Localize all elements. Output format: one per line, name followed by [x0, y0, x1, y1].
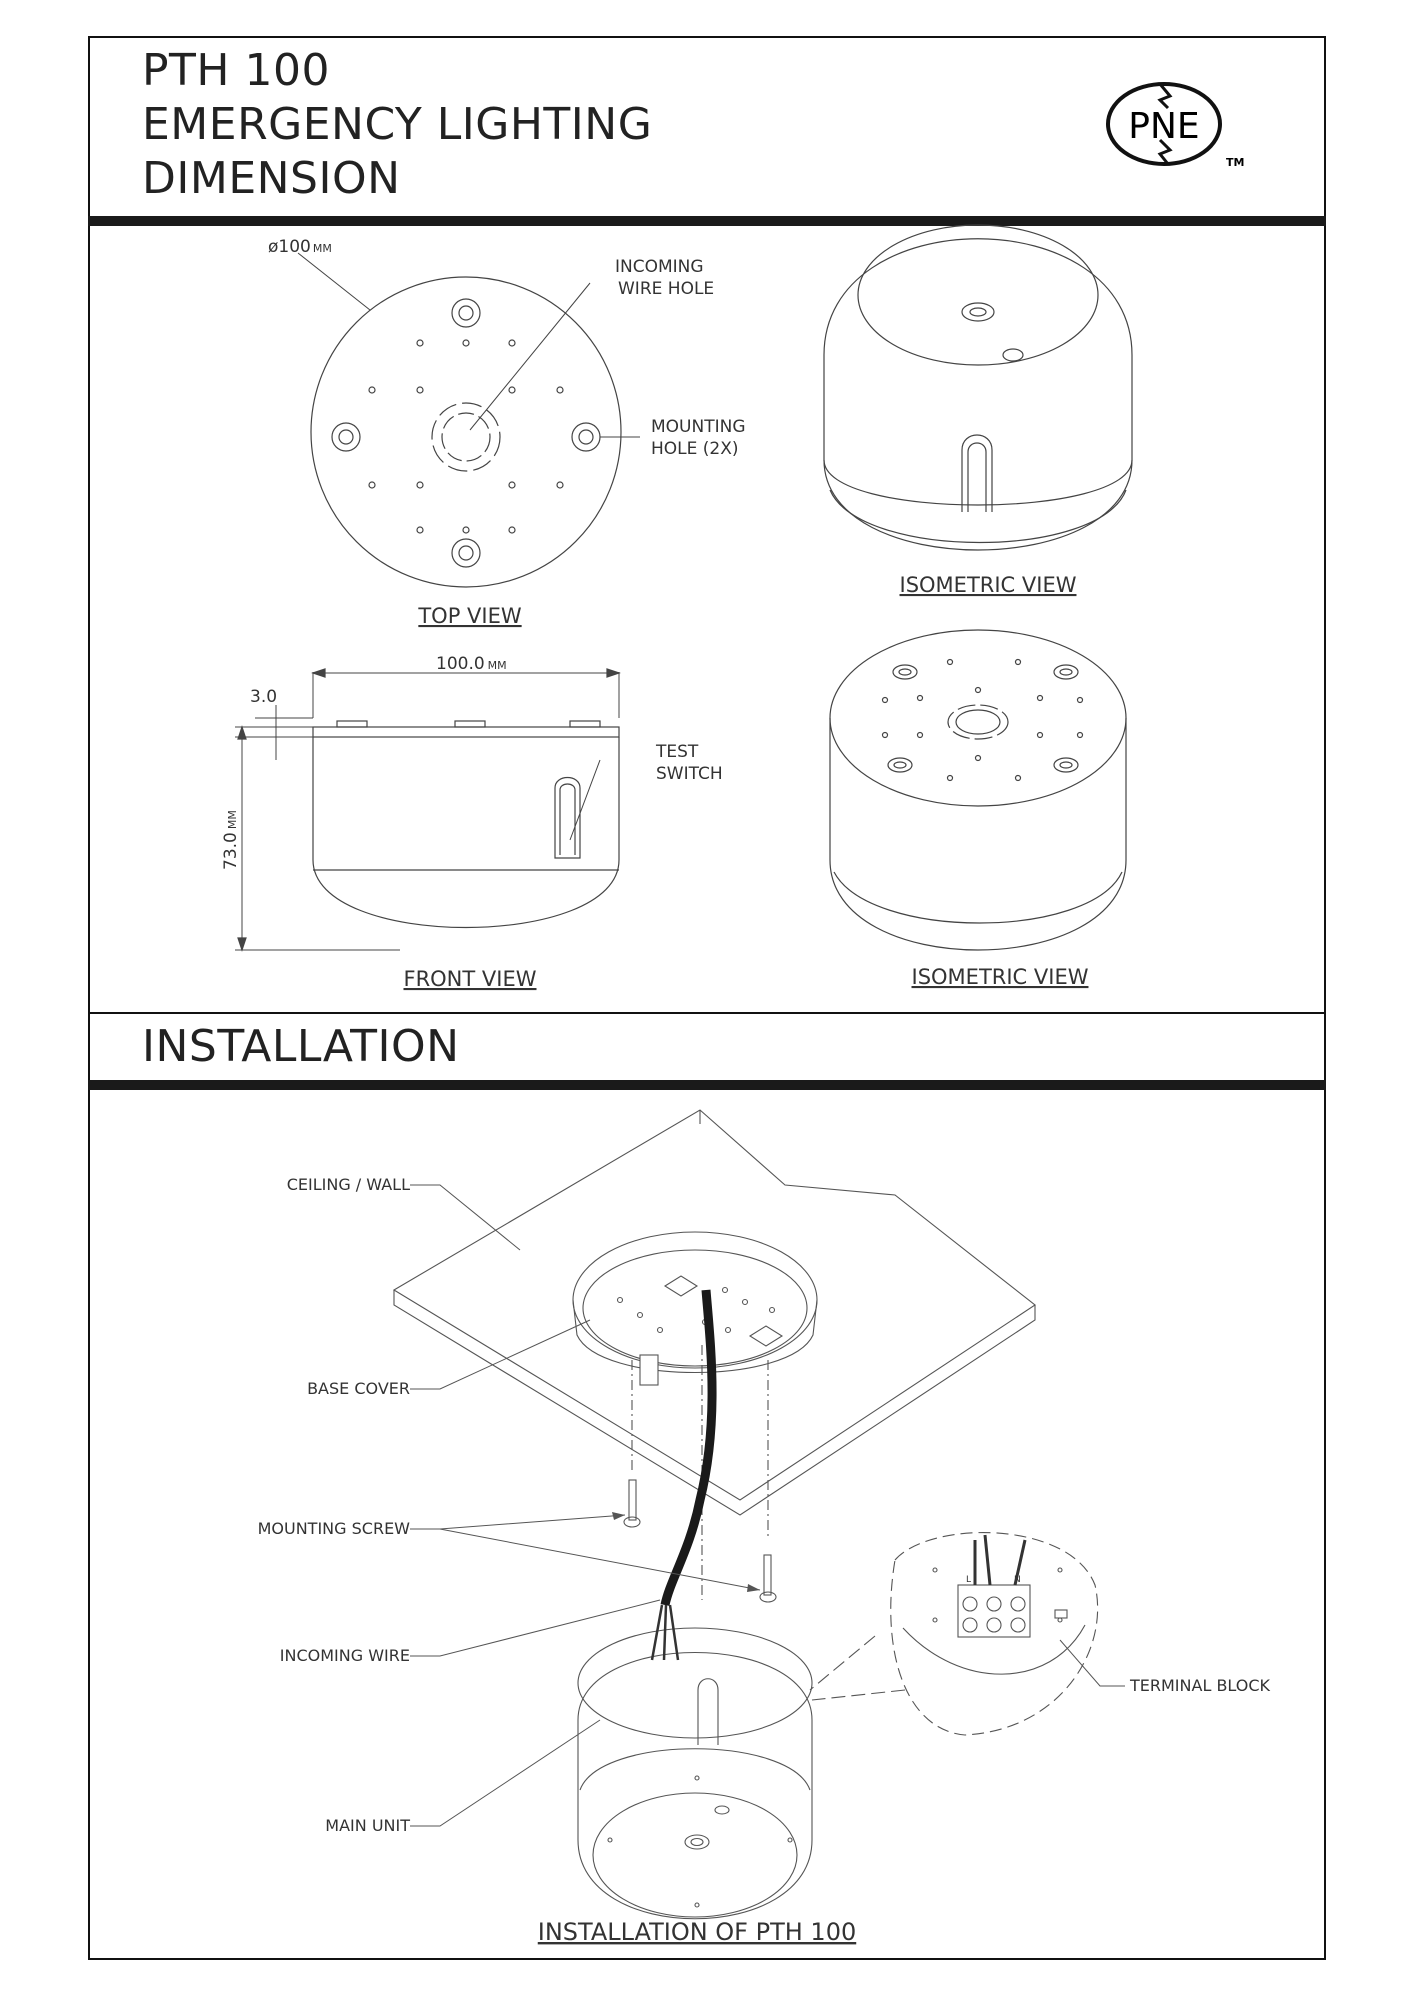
terminal-block-detail — [809, 1532, 1099, 1736]
ceiling-wall-label: CEILING / WALL — [287, 1175, 410, 1194]
isometric-view-caption-2: ISOMETRIC VIEW — [912, 965, 1089, 989]
test-switch-label-2: SWITCH — [656, 764, 723, 784]
height-label: 73.0MM — [221, 810, 241, 870]
base-cover-part — [572, 1231, 818, 1386]
test-switch — [554, 776, 581, 859]
title-model: PTH 100 — [142, 45, 330, 96]
front-view-drawing — [235, 668, 621, 952]
top-view-drawing — [297, 252, 640, 588]
mounting-hole-label-1: MOUNTING — [651, 417, 746, 437]
incoming-wire-hole-label-1: INCOMING — [615, 257, 704, 277]
terminal-n-label: N — [1014, 1575, 1021, 1585]
main-unit-part — [577, 1627, 813, 1920]
incoming-wire-cable — [660, 1289, 717, 1607]
incoming-wire-label: INCOMING WIRE — [280, 1646, 410, 1665]
logo-text: PNE — [1128, 106, 1199, 147]
lightning-top-icon — [1157, 83, 1173, 110]
mounting-hole — [571, 422, 601, 452]
terminal-l-label: L — [966, 1575, 971, 1585]
incoming-wire-hole-label-2: WIRE HOLE — [618, 279, 714, 299]
installation-divider — [88, 1080, 1326, 1090]
ceiling-slab — [392, 1109, 1036, 1516]
lightning-bottom-icon — [1157, 138, 1173, 165]
installation-heading: INSTALLATION — [142, 1021, 460, 1072]
front-view-caption: FRONT VIEW — [403, 967, 536, 991]
incoming-wire-hole — [431, 402, 501, 472]
header-divider — [88, 216, 1326, 226]
pne-logo: PNE TM — [1106, 82, 1244, 169]
title-section: DIMENSION — [142, 153, 401, 204]
page-frame — [88, 36, 1326, 1960]
base-cover-label: BASE COVER — [307, 1379, 410, 1398]
logo-trademark: TM — [1226, 156, 1244, 169]
logo-ring — [1106, 82, 1222, 166]
installation-drawing — [392, 1109, 1125, 1920]
title-product: EMERGENCY LIGHTING — [142, 99, 653, 150]
installation-caption: INSTALLATION OF PTH 100 — [538, 1918, 856, 1946]
mounting-screw-label: MOUNTING SCREW — [258, 1519, 411, 1538]
main-unit-label: MAIN UNIT — [325, 1816, 410, 1835]
isometric-view-top-drawing — [823, 224, 1133, 551]
mounting-hole-label-2: HOLE (2X) — [651, 439, 739, 459]
mounting-screw-part — [623, 1479, 777, 1603]
isometric-view-bottom-drawing — [829, 629, 1127, 951]
dimension-divider — [88, 1012, 1326, 1014]
top-view-caption: TOP VIEW — [417, 604, 522, 628]
isometric-view-caption-1: ISOMETRIC VIEW — [900, 573, 1077, 597]
test-switch-label-1: TEST — [655, 742, 699, 762]
terminal-block-label: TERMINAL BLOCK — [1129, 1676, 1271, 1695]
lip-label: 3.0 — [250, 687, 277, 707]
